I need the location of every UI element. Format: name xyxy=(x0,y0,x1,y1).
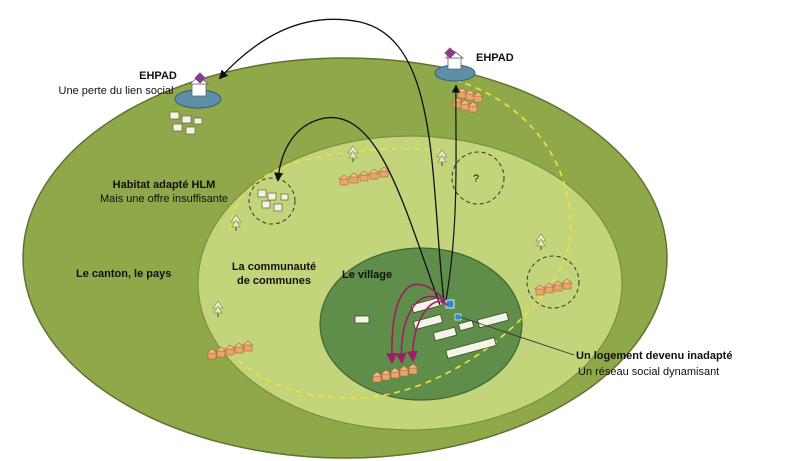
arrow-to-ehpad-right xyxy=(445,84,461,301)
hlm-title: Habitat adapté HLM xyxy=(113,179,216,191)
arrow-magenta-2 xyxy=(395,295,446,365)
leader-line xyxy=(459,316,575,356)
dashed-path-inner xyxy=(229,148,441,231)
ehpad-left-subtitle: Une perte du lien social xyxy=(59,85,174,97)
ehpad-right-title: EHPAD xyxy=(476,52,514,64)
hlm-subtitle: Mais une offre insuffisante xyxy=(100,193,228,205)
arrow-to-ehpad-left xyxy=(218,18,445,303)
village-label: Le village xyxy=(342,269,392,281)
communaute-label-line2: de communes xyxy=(237,275,311,287)
logement-subtitle: Un réseau social dynamisant xyxy=(578,366,719,378)
dashed-circle-right xyxy=(526,255,580,309)
logement-title: Un logement devenu inadapté xyxy=(576,350,732,362)
blocks-hlm xyxy=(257,189,289,212)
question-mark: ? xyxy=(473,173,479,185)
dashed-path-outer xyxy=(224,79,572,399)
arrow-magenta-3 xyxy=(406,300,448,363)
dashed-circle-question xyxy=(451,151,505,205)
blocks-canton-left xyxy=(169,111,203,135)
arrow-magenta-1 xyxy=(386,283,446,365)
communaute-label-line1: La communauté xyxy=(232,261,316,273)
ehpad-right-icon xyxy=(434,47,476,82)
dashed-circle-hlm xyxy=(248,177,296,225)
canton-label: Le canton, le pays xyxy=(76,268,171,280)
ehpad-left-title: EHPAD xyxy=(139,70,177,82)
arrow-to-hlm xyxy=(274,117,441,306)
